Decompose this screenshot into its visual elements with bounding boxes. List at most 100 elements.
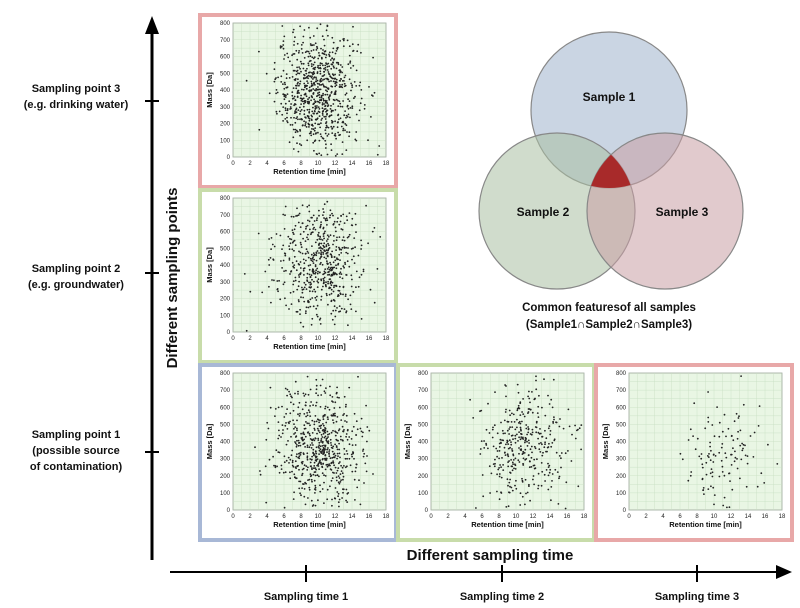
- data-point: [528, 390, 530, 393]
- x-tick-label: 14: [349, 336, 356, 342]
- data-point: [254, 446, 256, 449]
- data-point: [329, 209, 332, 212]
- data-point: [514, 484, 516, 487]
- data-point: [311, 123, 314, 126]
- data-point: [364, 462, 367, 465]
- data-point: [321, 137, 324, 139]
- data-point: [335, 230, 337, 233]
- data-point: [295, 117, 298, 120]
- y-axis-label: Mass [Da]: [403, 423, 412, 459]
- data-point: [469, 398, 471, 401]
- data-point: [312, 256, 314, 259]
- data-point: [359, 81, 362, 84]
- data-point: [317, 88, 320, 91]
- data-point: [314, 271, 317, 274]
- data-point: [345, 311, 347, 314]
- data-point: [533, 445, 536, 448]
- data-point: [302, 392, 305, 395]
- data-point: [299, 130, 302, 132]
- data-point: [314, 486, 317, 489]
- data-point: [330, 414, 333, 417]
- data-point: [328, 451, 330, 453]
- data-point: [496, 432, 499, 435]
- data-point: [483, 447, 486, 449]
- data-point: [347, 247, 349, 249]
- data-point: [315, 299, 318, 301]
- data-point: [328, 408, 331, 411]
- data-point: [308, 123, 311, 126]
- y-tick-label: 700: [418, 388, 429, 394]
- x-axis-title: Different sampling time: [407, 547, 574, 564]
- data-point: [549, 430, 552, 432]
- data-point: [300, 494, 302, 497]
- data-point: [297, 150, 300, 153]
- data-point: [329, 108, 332, 110]
- data-point: [325, 143, 327, 146]
- data-point: [334, 430, 336, 433]
- data-point: [325, 110, 327, 113]
- data-point: [355, 463, 358, 466]
- data-point: [333, 323, 336, 326]
- data-point: [524, 503, 526, 506]
- data-point: [335, 479, 338, 482]
- data-point: [521, 477, 523, 480]
- data-point: [350, 89, 352, 92]
- data-point: [338, 272, 341, 275]
- data-point: [329, 485, 331, 488]
- data-point: [305, 70, 307, 72]
- data-point: [309, 434, 311, 437]
- data-point: [319, 445, 322, 448]
- data-point: [529, 499, 531, 502]
- data-point: [316, 217, 318, 220]
- data-point: [314, 296, 317, 299]
- data-point: [328, 268, 331, 271]
- data-point: [711, 471, 714, 474]
- data-point: [322, 97, 325, 100]
- data-point: [327, 248, 330, 251]
- data-point: [323, 390, 326, 393]
- data-point: [520, 436, 523, 438]
- data-point: [523, 415, 526, 418]
- data-point: [524, 478, 527, 481]
- x-tick-label: 0: [627, 514, 631, 520]
- data-point: [333, 407, 336, 409]
- data-point: [319, 419, 321, 422]
- data-point: [326, 416, 329, 419]
- data-point: [304, 283, 307, 286]
- data-point: [325, 89, 327, 92]
- data-point: [507, 465, 510, 468]
- data-point: [319, 448, 322, 451]
- data-point: [339, 220, 342, 223]
- data-point: [332, 80, 335, 83]
- y-tick-label: 100: [220, 491, 231, 497]
- data-point: [337, 118, 340, 121]
- data-point: [333, 66, 335, 69]
- data-point: [299, 454, 302, 456]
- data-point: [324, 392, 327, 394]
- data-point: [309, 424, 311, 427]
- data-point: [312, 214, 315, 217]
- data-point: [535, 375, 537, 378]
- data-point: [525, 427, 528, 430]
- data-point: [312, 252, 315, 255]
- data-point: [346, 428, 349, 431]
- data-point: [294, 78, 297, 80]
- data-point: [275, 92, 277, 95]
- data-point: [320, 295, 323, 298]
- data-point: [274, 415, 276, 417]
- data-point: [518, 407, 521, 410]
- data-point: [283, 416, 286, 418]
- data-point: [310, 76, 313, 79]
- data-point: [329, 282, 332, 285]
- data-point: [312, 88, 315, 90]
- data-point: [319, 133, 322, 136]
- data-point: [303, 300, 306, 303]
- data-point: [341, 277, 344, 280]
- data-point: [368, 429, 371, 432]
- data-point: [345, 215, 348, 218]
- data-point: [304, 240, 307, 243]
- data-point: [310, 95, 313, 97]
- data-point: [356, 50, 359, 53]
